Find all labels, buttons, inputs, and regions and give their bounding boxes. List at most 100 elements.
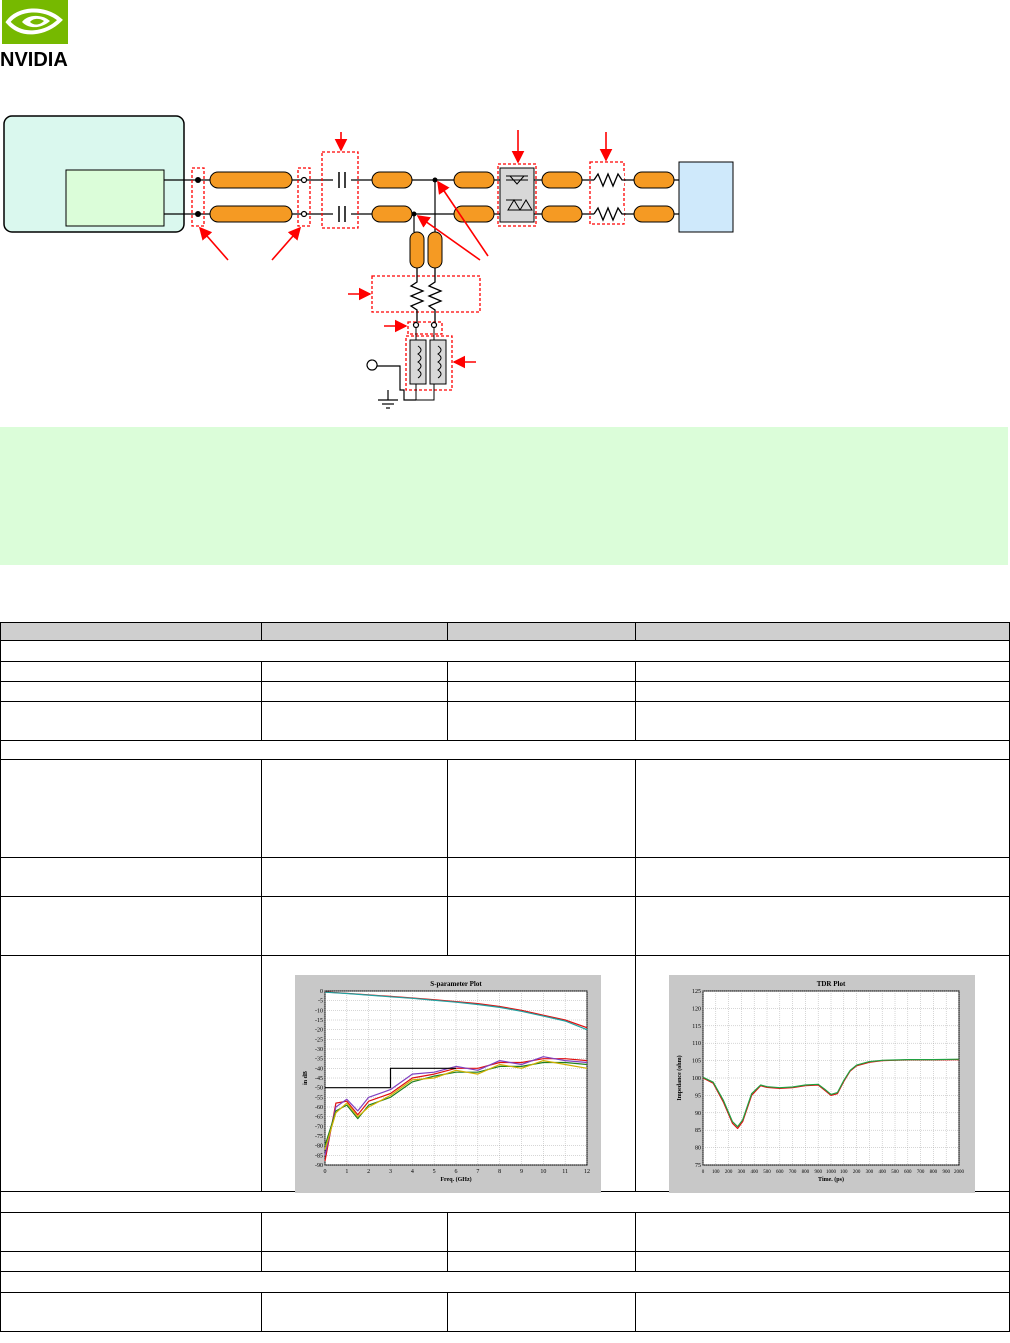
x-tick-label: 2000 [954,1170,965,1175]
x-tick-label: 300 [866,1170,874,1175]
x-tick-label: 12 [584,1169,590,1175]
x-tick-label: 100 [840,1170,848,1175]
esd-diode-icon [499,167,535,223]
table-section-row [0,1271,1010,1293]
y-tick-label: 95 [695,1093,701,1099]
y-tick-label: 115 [692,1024,701,1030]
table-section-row [0,640,1010,662]
table-row [0,857,1010,897]
x-axis-label: Time. (ps) [818,1176,844,1183]
y-tick-label: -35 [315,1057,323,1063]
y-tick-label: 100 [692,1076,701,1082]
y-tick-label: 80 [695,1146,701,1152]
x-tick-label: 10 [540,1169,546,1175]
y-tick-label: -20 [315,1028,323,1034]
y-tick-label: -45 [315,1076,323,1082]
y-tick-label: -75 [315,1134,323,1140]
x-tick-label: 0 [702,1170,705,1175]
x-tick-label: 8 [498,1169,501,1175]
x-tick-label: 500 [891,1170,899,1175]
connector-box-icon [678,161,734,233]
y-tick-label: -65 [315,1115,323,1121]
y-tick-label: -60 [315,1105,323,1111]
table-header-cell [261,622,448,641]
table-row [0,896,1010,956]
y-tick-label: -25 [315,1037,323,1043]
y-tick-label: -85 [315,1153,323,1159]
x-tick-label: 0 [324,1169,327,1175]
y-tick-label: -80 [315,1144,323,1150]
series-line [325,1067,456,1089]
resistor-icon [409,172,626,322]
nvidia-wordmark: NVIDIA [0,49,68,71]
series-line [702,1058,960,1128]
y-tick-label: -90 [315,1163,323,1169]
x-tick-label: 11 [562,1169,568,1175]
series-line [324,991,588,1031]
chip-box [65,169,165,227]
table-section-row [0,1191,1010,1213]
y-axis-label: Impedance (ohm) [676,1055,683,1100]
table-row [0,1212,1010,1252]
x-tick-label: 3 [389,1169,392,1175]
table-row [0,1251,1010,1272]
y-tick-label: -15 [315,1018,323,1024]
y-tick-label: 75 [695,1163,701,1169]
note-panel [0,427,1008,565]
table-section-row [0,740,1010,760]
y-axis-label: in dB [303,1071,309,1085]
y-tick-label: -30 [315,1047,323,1053]
x-tick-label: 800 [930,1170,938,1175]
series-line [702,1059,960,1130]
table-header-cell [0,622,262,641]
x-tick-label: 6 [455,1169,458,1175]
table-header-cell [447,622,636,641]
series-line [324,1058,588,1162]
x-tick-label: 100 [712,1170,720,1175]
y-tick-label: 85 [695,1128,701,1134]
y-tick-label: -70 [315,1124,323,1130]
x-tick-label: 700 [789,1170,797,1175]
x-tick-label: 9 [520,1169,523,1175]
interface-schematic [0,110,760,420]
coax-cable-icon [209,171,675,269]
x-tick-label: 600 [904,1170,912,1175]
series-line [324,1056,588,1156]
table-row [0,701,1010,741]
table-header-cell [635,622,1010,641]
y-tick-label: 0 [320,989,323,995]
x-tick-label: 400 [750,1170,758,1175]
table-row [0,681,1010,702]
x-tick-label: 200 [853,1170,861,1175]
table-row [0,1292,1010,1332]
y-tick-label: -5 [318,999,323,1005]
chart-title: S-parameter Plot [430,980,482,988]
transformer-icon [409,328,447,401]
chart-title: TDR Plot [817,980,846,988]
x-tick-label: 200 [725,1170,733,1175]
y-tick-label: 90 [695,1111,701,1117]
x-tick-label: 900 [814,1170,822,1175]
table-row [0,661,1010,682]
y-tick-label: -40 [315,1066,323,1072]
x-tick-label: 400 [878,1170,886,1175]
x-tick-label: 500 [763,1170,771,1175]
ac-capacitor-icon [333,168,351,226]
x-tick-label: 300 [738,1170,746,1175]
y-tick-label: -50 [315,1086,323,1092]
y-tick-label: 105 [692,1059,701,1065]
x-tick-label: 700 [917,1170,925,1175]
table-row [0,759,1010,858]
x-tick-label: 7 [476,1169,479,1175]
nvidia-logo: NVIDIA [0,0,92,72]
x-tick-label: 600 [776,1170,784,1175]
x-tick-label: 1 [345,1169,348,1175]
y-tick-label: 125 [692,989,701,995]
x-tick-label: 5 [433,1169,436,1175]
